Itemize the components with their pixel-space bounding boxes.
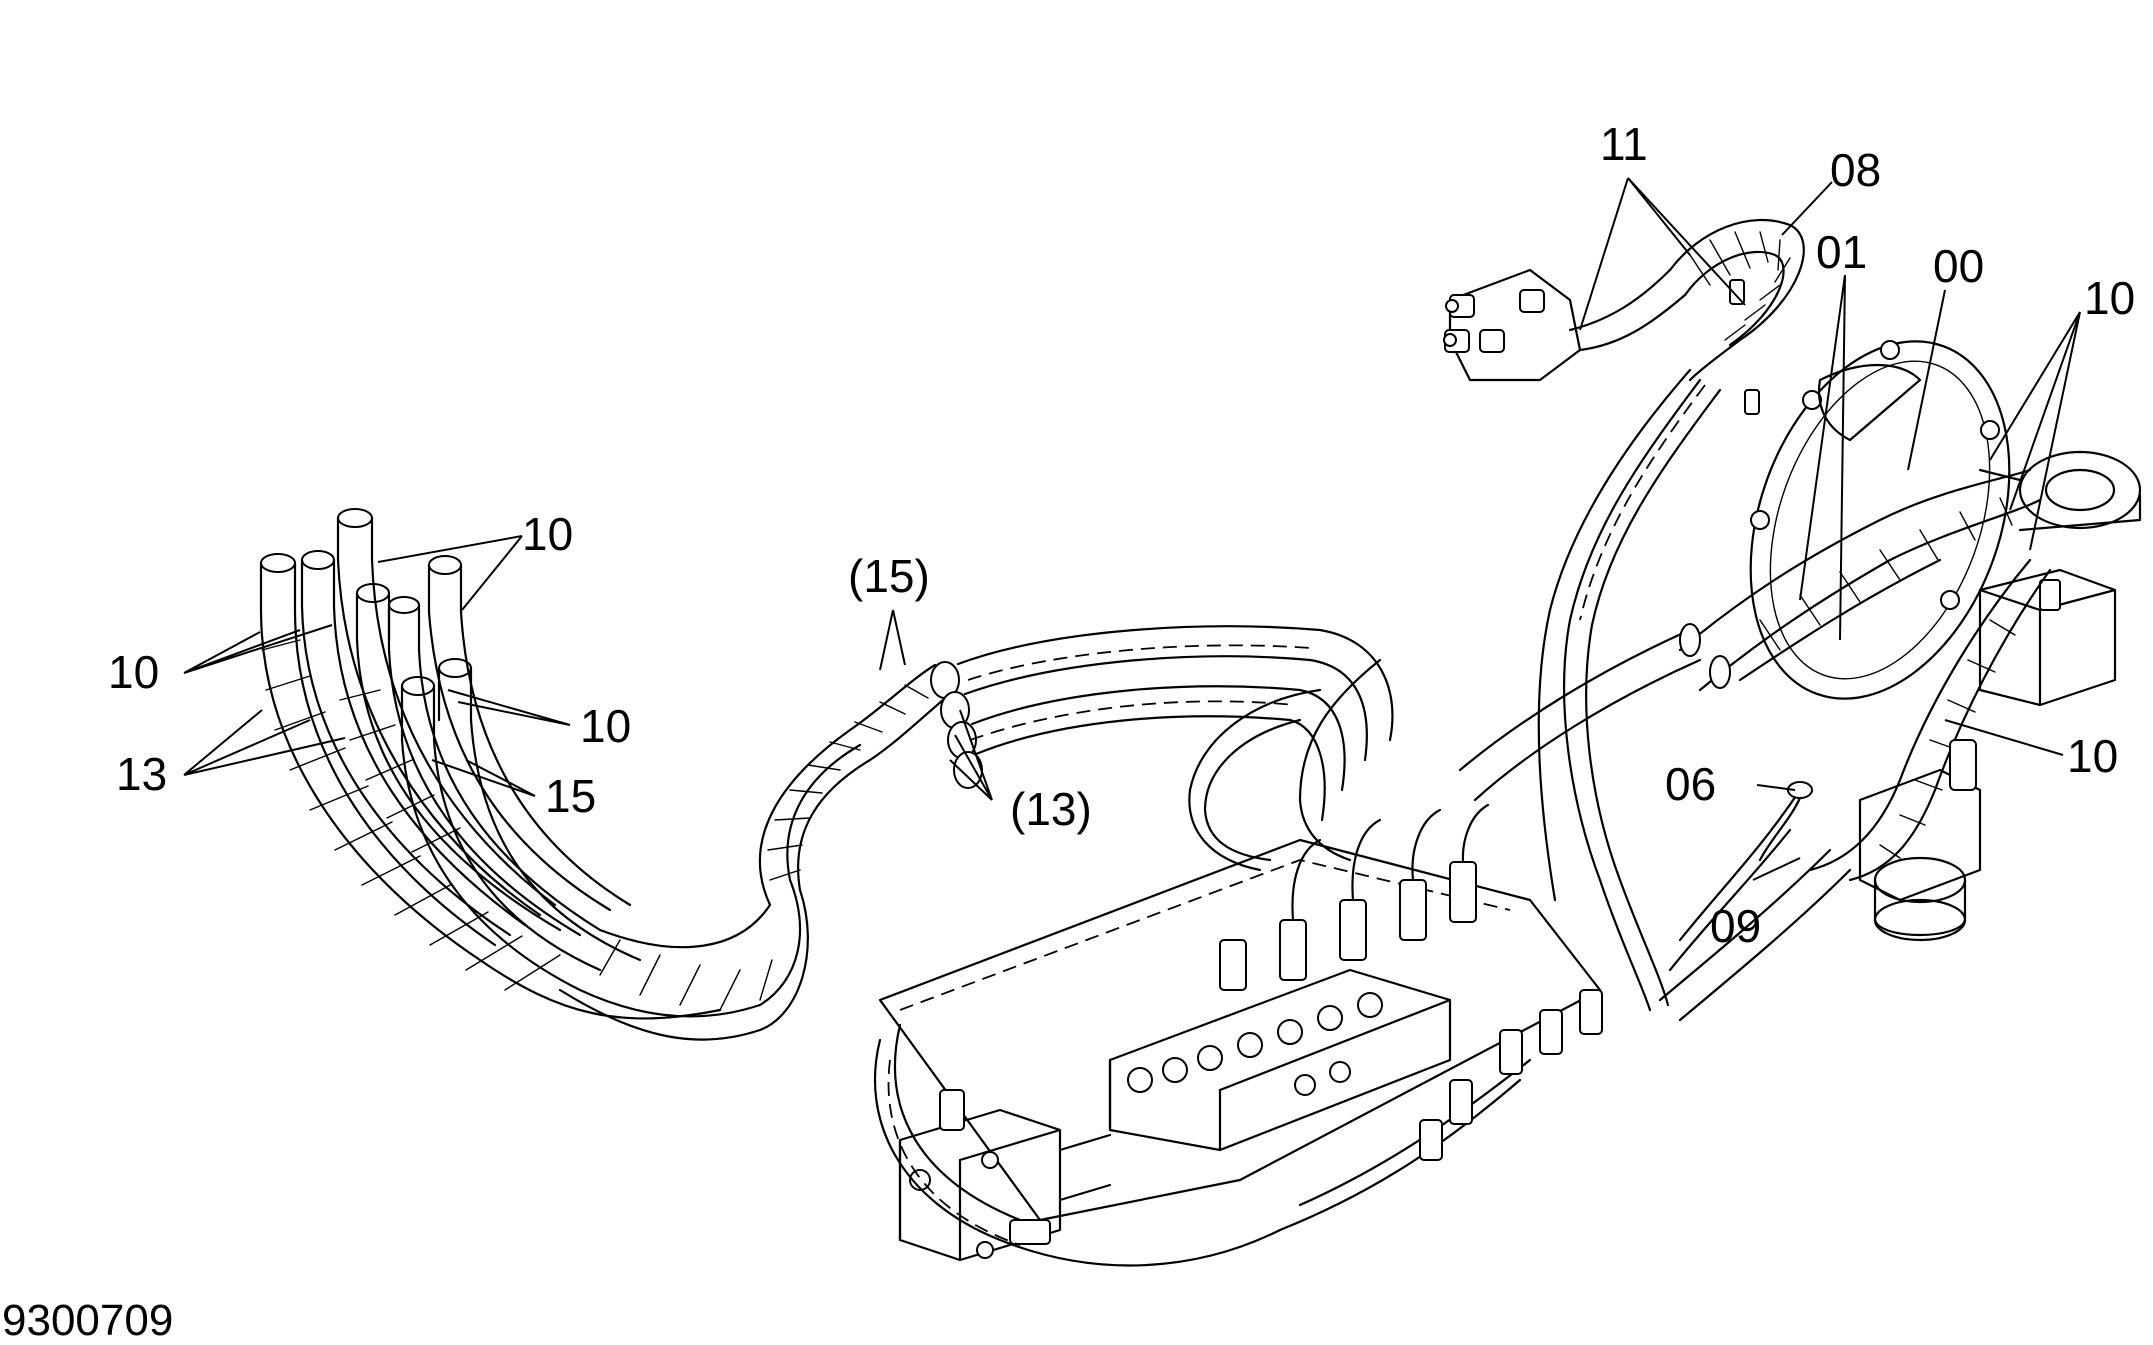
swivel-assembly-right	[1658, 340, 2142, 1022]
top-fitting-assembly	[1443, 218, 1805, 415]
callout-15-left: 15	[545, 770, 596, 822]
callout-15-paren: (15)	[848, 550, 930, 602]
hoses-center	[956, 368, 1802, 1012]
callout-10-right-lower: 10	[2067, 730, 2118, 782]
callout-06: 06	[1665, 758, 1716, 810]
callout-10-left-lower: 10	[580, 700, 631, 752]
hose-end-caps	[259, 508, 473, 742]
control-valve-block	[873, 803, 1603, 1267]
callout-10-left-upper: 10	[522, 508, 573, 560]
callout-08: 08	[1830, 144, 1881, 196]
callout-00: 00	[1933, 240, 1984, 292]
drawing-number: 9300709	[2, 1296, 173, 1345]
callout-13-paren: (13)	[1010, 783, 1092, 835]
hose-bundle-left	[259, 508, 983, 1041]
callout-10-right-upper: 10	[2084, 272, 2135, 324]
bundle-sheath	[558, 661, 983, 1041]
callout-11: 11	[1600, 118, 1648, 170]
callout-labels: 10 10 13 10 15 (15) (13) 11 08 01 00 10 …	[108, 118, 2135, 952]
hose-runs-left	[259, 558, 762, 1020]
callout-01: 01	[1816, 226, 1867, 278]
leader-lines	[183, 177, 2081, 881]
callout-09: 09	[1710, 900, 1761, 952]
callout-10-left: 10	[108, 646, 159, 698]
callout-13-left: 13	[116, 748, 167, 800]
